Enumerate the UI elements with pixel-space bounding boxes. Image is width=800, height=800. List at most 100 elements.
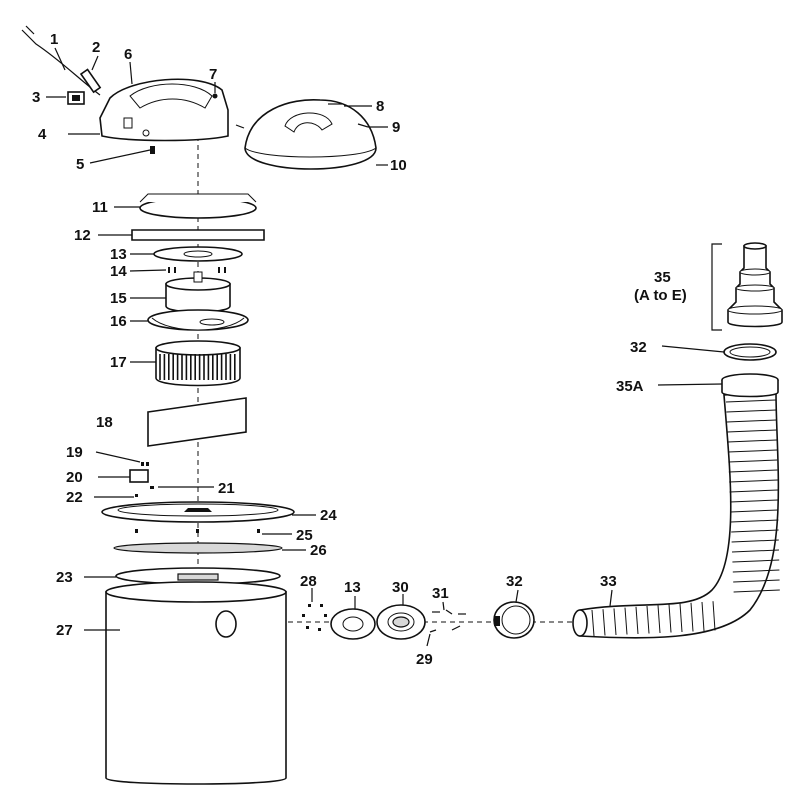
label-33: 33 bbox=[600, 573, 617, 590]
hose-rib bbox=[726, 409, 777, 413]
label-32-upper: 32 bbox=[630, 339, 647, 356]
inlet-adapter bbox=[376, 604, 426, 640]
bracket-35 bbox=[711, 243, 722, 331]
hose-rib bbox=[591, 609, 595, 637]
label-25: 25 bbox=[296, 527, 313, 544]
label-35: 35 bbox=[654, 269, 671, 286]
clip bbox=[135, 494, 138, 497]
hose-rib bbox=[732, 559, 780, 563]
label-4: 4 bbox=[38, 126, 47, 143]
hose-rib bbox=[624, 607, 628, 635]
lid-screws bbox=[135, 529, 260, 533]
label-29: 29 bbox=[416, 651, 433, 668]
label-11: 11 bbox=[92, 199, 108, 216]
hose-rib bbox=[635, 606, 639, 635]
label-12: 12 bbox=[74, 227, 91, 244]
hose-rib bbox=[712, 601, 716, 631]
hose-rib bbox=[646, 605, 650, 634]
label-17: 17 bbox=[110, 354, 127, 371]
hose-rib bbox=[728, 469, 778, 473]
label-7: 7 bbox=[209, 66, 217, 83]
tank bbox=[105, 581, 287, 785]
hose-rib bbox=[726, 419, 777, 423]
hose-rib bbox=[668, 604, 672, 633]
label-2: 2 bbox=[92, 39, 100, 56]
label-15: 15 bbox=[110, 290, 127, 307]
label-27: 27 bbox=[56, 622, 73, 639]
screw-9 bbox=[357, 123, 369, 128]
label-14: 14 bbox=[110, 263, 127, 280]
hose-clamp-lower bbox=[493, 601, 535, 639]
label-19: 19 bbox=[66, 444, 83, 461]
label-24: 24 bbox=[320, 507, 337, 524]
label-8: 8 bbox=[376, 98, 384, 115]
label-26: 26 bbox=[310, 542, 327, 559]
label-35A: 35A bbox=[616, 378, 644, 395]
label-30: 30 bbox=[392, 579, 409, 596]
label-22: 22 bbox=[66, 489, 83, 506]
hose-rib bbox=[729, 499, 779, 503]
label-32-lower: 32 bbox=[506, 573, 523, 590]
label-28: 28 bbox=[300, 573, 317, 590]
motor-base bbox=[147, 309, 249, 331]
label-13-lower: 13 bbox=[344, 579, 361, 596]
hose-rib bbox=[732, 569, 780, 573]
hose-rib bbox=[602, 609, 606, 636]
hose-rib bbox=[730, 509, 779, 513]
label-10: 10 bbox=[390, 157, 407, 174]
hose-rib bbox=[730, 519, 779, 523]
label-1: 1 bbox=[50, 31, 58, 48]
label-31: 31 bbox=[432, 585, 449, 602]
label-5: 5 bbox=[76, 156, 84, 173]
hose-clamp-upper bbox=[723, 343, 777, 361]
screw-top bbox=[212, 93, 218, 99]
switch bbox=[67, 91, 85, 105]
hose-rib bbox=[657, 605, 661, 634]
label-35-subtitle: (A to E) bbox=[634, 287, 687, 304]
screw-left bbox=[235, 124, 245, 129]
nozzle-adapter bbox=[727, 242, 783, 328]
hose-rib bbox=[728, 459, 778, 463]
gasket-strip bbox=[131, 229, 265, 241]
hose-rib bbox=[727, 449, 778, 453]
hose-rib bbox=[725, 399, 777, 403]
label-9: 9 bbox=[392, 119, 400, 136]
hose bbox=[572, 391, 780, 639]
part-labels: 1 2 3 4 5 6 7 8 9 10 11 12 13 14 15 16 1… bbox=[32, 31, 687, 668]
screw-small bbox=[150, 146, 155, 154]
hose-cuff bbox=[721, 373, 779, 398]
hose-rib bbox=[679, 603, 683, 633]
filter-sheet bbox=[147, 397, 247, 447]
lid-plate bbox=[101, 501, 295, 523]
motor-screws bbox=[168, 267, 226, 273]
label-6: 6 bbox=[124, 46, 132, 63]
adapter-screws bbox=[429, 609, 466, 633]
hose-rib bbox=[727, 439, 777, 443]
hose-rib bbox=[690, 602, 694, 632]
hose-rib bbox=[733, 589, 780, 593]
label-20: 20 bbox=[66, 469, 83, 486]
strain-relief bbox=[79, 68, 102, 94]
filter-disc bbox=[139, 193, 257, 219]
label-18: 18 bbox=[96, 414, 113, 431]
gasket-ring bbox=[113, 542, 283, 554]
inlet-screws bbox=[302, 604, 327, 631]
hose-rib bbox=[733, 579, 780, 583]
float-screws bbox=[141, 462, 149, 466]
label-3: 3 bbox=[32, 89, 40, 106]
label-21: 21 bbox=[218, 480, 235, 497]
hose-rib bbox=[613, 608, 617, 636]
float-pin bbox=[150, 486, 154, 489]
fan-impeller bbox=[155, 340, 241, 387]
hose-rib bbox=[731, 539, 779, 543]
label-13-top: 13 bbox=[110, 246, 127, 263]
hose-rib bbox=[701, 601, 705, 632]
hose-rib bbox=[727, 429, 777, 433]
top-cover bbox=[244, 99, 377, 170]
float-cage bbox=[129, 469, 149, 483]
hose-rib bbox=[729, 479, 778, 483]
hose-rib bbox=[731, 549, 780, 553]
hose-rib bbox=[731, 529, 779, 533]
label-23: 23 bbox=[56, 569, 73, 586]
